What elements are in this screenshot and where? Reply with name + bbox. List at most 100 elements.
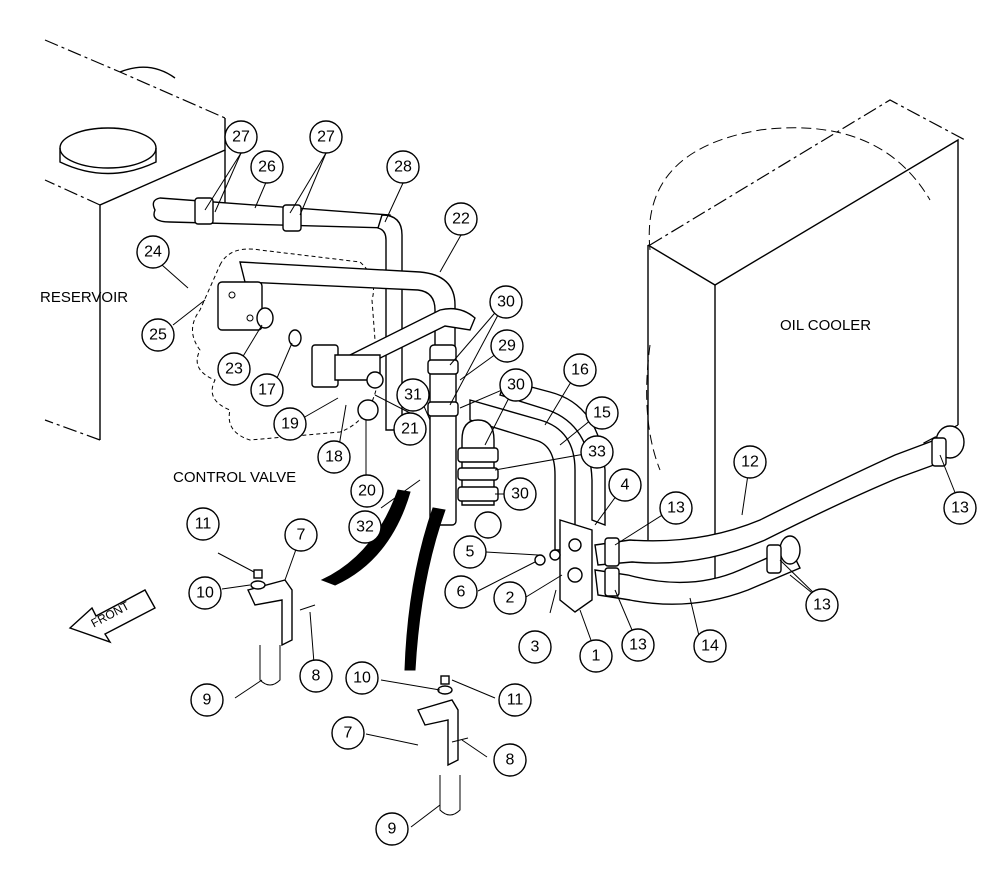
callout-number: 13 [667, 500, 685, 517]
callout-number: 33 [588, 444, 606, 461]
callout-12: 12 [733, 445, 767, 479]
callout-number: 13 [629, 637, 647, 654]
callout-number: 32 [356, 519, 374, 536]
control-valve-outline [192, 248, 379, 441]
callout-2: 2 [493, 581, 527, 615]
callout-number: 30 [507, 377, 525, 394]
callout-number: 7 [344, 725, 353, 742]
callout-number: 8 [312, 668, 321, 685]
callout-number: 17 [258, 382, 276, 399]
callout-number: 15 [593, 405, 611, 422]
hose-26 [152, 197, 391, 232]
callout-number: 4 [621, 477, 630, 494]
callout-27: 27 [309, 120, 343, 154]
callout-number: 7 [297, 527, 306, 544]
callout-number: 18 [325, 449, 343, 466]
callout-17: 17 [250, 373, 284, 407]
clamps-30 [427, 359, 499, 502]
reservoir-label: RESERVOIR [40, 289, 128, 306]
callout-5: 5 [453, 535, 487, 569]
callout-19: 19 [273, 407, 307, 441]
callout-number: 8 [506, 752, 515, 769]
callout-number: 27 [317, 129, 335, 146]
callout-8: 8 [299, 659, 333, 693]
callout-9: 9 [375, 812, 409, 846]
callout-number: 31 [404, 387, 422, 404]
callout-number: 9 [203, 692, 212, 709]
callout-number: 13 [951, 500, 969, 517]
hoses-12-14 [594, 425, 965, 605]
callout-29: 29 [490, 329, 524, 363]
callout-13: 13 [659, 491, 693, 525]
callout-number: 20 [358, 483, 376, 500]
callout-11: 11 [186, 507, 220, 541]
callout-number: 26 [258, 159, 276, 176]
callout-25: 25 [141, 318, 175, 352]
callout-number: 3 [531, 639, 540, 656]
callout-33: 33 [580, 435, 614, 469]
callout-number: 6 [457, 584, 466, 601]
fitting-17-21 [217, 281, 384, 421]
callout-15: 15 [585, 396, 619, 430]
callout-23: 23 [217, 352, 251, 386]
callout-22: 22 [444, 202, 478, 236]
callout-13: 13 [805, 588, 839, 622]
callout-number: 27 [232, 129, 250, 146]
callout-7: 7 [331, 716, 365, 750]
callout-9: 9 [190, 683, 224, 717]
callout-number: 11 [507, 692, 524, 709]
callout-number: 25 [149, 327, 167, 344]
callout-20: 20 [350, 474, 384, 508]
callout-number: 9 [388, 821, 397, 838]
callout-14: 14 [693, 629, 727, 663]
callout-number: 30 [511, 486, 529, 503]
front-arrow: FRONT [68, 589, 156, 644]
callout-21: 21 [393, 412, 427, 446]
callout-30: 30 [503, 477, 537, 511]
tube-29-31-32 [348, 307, 502, 539]
callout-number: 12 [741, 454, 759, 471]
callout-number: 10 [353, 670, 371, 687]
callout-number: 2 [506, 590, 515, 607]
callout-26: 26 [250, 150, 284, 184]
callout-3: 3 [518, 630, 552, 664]
callout-number: 11 [195, 516, 212, 533]
callout-28: 28 [386, 150, 420, 184]
callout-24: 24 [136, 235, 170, 269]
callout-number: 28 [394, 159, 412, 176]
callout-13: 13 [621, 628, 655, 662]
callout-30: 30 [499, 368, 533, 402]
callout-number: 1 [592, 648, 601, 665]
reservoir-tank [44, 39, 226, 441]
clip-assembly-lower [417, 675, 469, 816]
callout-1: 1 [579, 639, 613, 673]
callout-number: 19 [281, 416, 299, 433]
callout-27: 27 [224, 120, 258, 154]
callout-number: 5 [466, 544, 475, 561]
routing-arrows [320, 489, 446, 671]
oil-cooler-label: OIL COOLER [780, 317, 871, 334]
bracket-1 [534, 519, 593, 613]
callout-number: 22 [452, 211, 470, 228]
oil-cooler [646, 99, 966, 585]
callout-11: 11 [498, 683, 532, 717]
callout-7: 7 [284, 518, 318, 552]
callout-number: 10 [196, 585, 214, 602]
callout-number: 21 [401, 421, 419, 438]
callout-32: 32 [348, 510, 382, 544]
callout-4: 4 [608, 468, 642, 502]
callout-10: 10 [188, 576, 222, 610]
callout-8: 8 [493, 743, 527, 777]
callout-number: 24 [144, 244, 162, 261]
callout-10: 10 [345, 661, 379, 695]
control-valve-label: CONTROL VALVE [173, 469, 296, 486]
callouts: 27 26 27 28 22 24 25 23 17 19 18 20 21 3… [136, 120, 977, 846]
callout-number: 14 [701, 638, 719, 655]
callout-number: 13 [813, 597, 831, 614]
callout-16: 16 [563, 353, 597, 387]
callout-6: 6 [444, 575, 478, 609]
callout-18: 18 [317, 440, 351, 474]
callout-number: 29 [498, 338, 516, 355]
